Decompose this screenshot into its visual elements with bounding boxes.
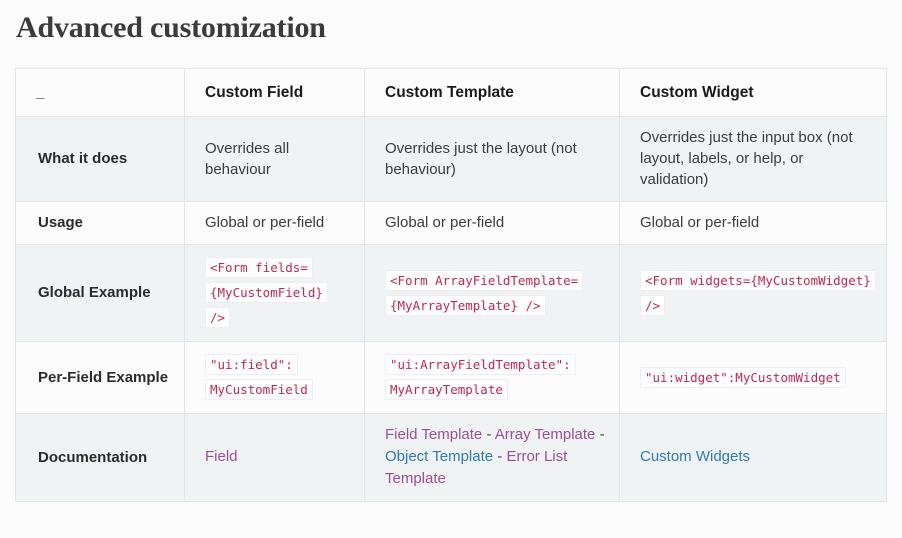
doc-link[interactable]: Array Template [494, 426, 596, 443]
cell-per-field-example-custom-widget: "ui:widget":MyCustomWidget [619, 341, 887, 414]
column-header-custom-field: Custom Field [184, 68, 365, 117]
dash-placeholder: _ [36, 83, 45, 101]
code-snippet: <Form widgets={MyCustomWidget} /> [640, 269, 876, 316]
doc-link[interactable]: Field [205, 448, 238, 465]
table-row: Documentation Field Field Template - Arr… [15, 413, 887, 502]
advanced-customization-table-wrapper: _ Custom Field Custom Template Custom Wi… [15, 68, 887, 502]
doc-link[interactable]: Custom Widgets [640, 448, 751, 465]
cell-what-it-does-custom-template: Overrides just the layout (not behaviour… [364, 116, 620, 202]
cell-documentation-custom-template: Field Template - Array Template - Object… [364, 413, 620, 502]
cell-per-field-example-custom-template: "ui:ArrayFieldTemplate": MyArrayTemplate [364, 341, 620, 414]
link-separator: - [482, 426, 495, 443]
table-row: What it does Overrides all behaviour Ove… [15, 116, 887, 202]
column-header-blank: _ [15, 68, 185, 117]
code-snippet: <Form fields={MyCustomField} /> [205, 257, 328, 328]
column-header-custom-widget: Custom Widget [619, 68, 887, 117]
table-row: Usage Global or per-field Global or per-… [15, 201, 887, 245]
row-label-usage: Usage [15, 201, 185, 245]
cell-usage-custom-template: Global or per-field [364, 201, 620, 245]
doc-link[interactable]: Object Template [385, 448, 494, 465]
doc-link[interactable]: Error List Template [385, 448, 568, 487]
cell-global-example-custom-widget: <Form widgets={MyCustomWidget} /> [619, 244, 887, 342]
table-row: Per-Field Example "ui:field": MyCustomFi… [15, 341, 887, 414]
code-snippet: "ui:widget":MyCustomWidget [640, 366, 846, 388]
cell-per-field-example-custom-field: "ui:field": MyCustomField [184, 341, 365, 414]
page-title: Advanced customization [16, 11, 326, 44]
cell-what-it-does-custom-field: Overrides all behaviour [184, 116, 365, 202]
code-snippet: "ui:ArrayFieldTemplate": MyArrayTemplate [385, 354, 576, 400]
cell-global-example-custom-field: <Form fields={MyCustomField} /> [184, 244, 365, 342]
code-snippet: <Form ArrayFieldTemplate={MyArrayTemplat… [385, 269, 584, 316]
cell-usage-custom-widget: Global or per-field [619, 201, 887, 245]
doc-links-custom-field: Field [205, 448, 238, 465]
column-header-custom-template: Custom Template [364, 68, 620, 117]
row-label-what-it-does: What it does [15, 116, 185, 202]
table-row: Global Example <Form fields={MyCustomFie… [15, 244, 887, 342]
cell-usage-custom-field: Global or per-field [184, 201, 365, 245]
cell-what-it-does-custom-widget: Overrides just the input box (not layout… [619, 116, 887, 202]
cell-global-example-custom-template: <Form ArrayFieldTemplate={MyArrayTemplat… [364, 244, 620, 342]
link-separator: - [493, 448, 507, 465]
advanced-customization-table: _ Custom Field Custom Template Custom Wi… [15, 68, 887, 502]
table-body: What it does Overrides all behaviour Ove… [15, 116, 887, 502]
row-label-global-example: Global Example [15, 244, 185, 342]
cell-documentation-custom-field: Field [184, 413, 365, 502]
row-label-documentation: Documentation [15, 413, 185, 502]
code-snippet: "ui:field": MyCustomField [205, 354, 313, 400]
doc-links-custom-template: Field Template - Array Template - Object… [385, 426, 605, 487]
table-header-row: _ Custom Field Custom Template Custom Wi… [15, 68, 887, 117]
cell-documentation-custom-widget: Custom Widgets [619, 413, 887, 502]
doc-links-custom-widget: Custom Widgets [640, 448, 750, 465]
doc-link[interactable]: Field Template [385, 426, 483, 443]
table-header: _ Custom Field Custom Template Custom Wi… [15, 68, 887, 117]
row-label-per-field-example: Per-Field Example [15, 341, 185, 414]
link-separator: - [595, 426, 605, 443]
